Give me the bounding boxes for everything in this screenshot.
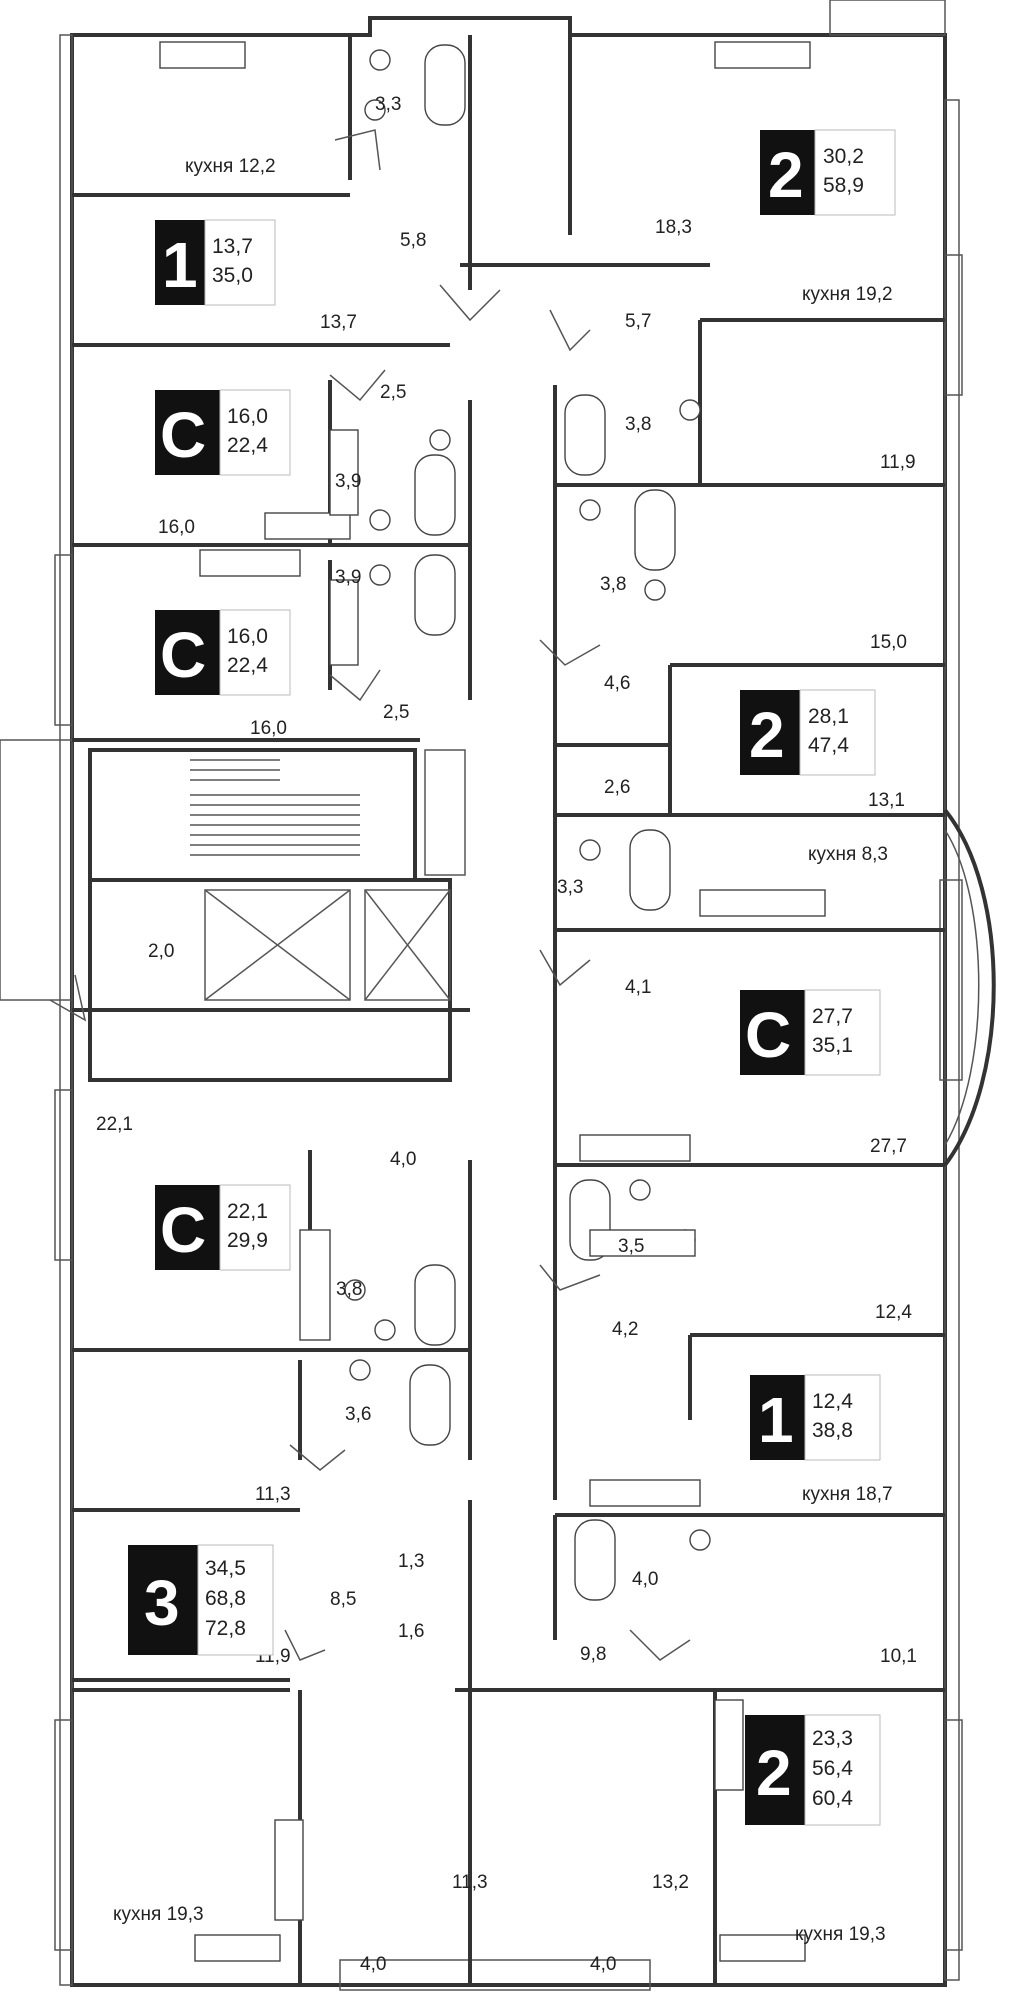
room-label: 5,8 bbox=[400, 230, 426, 251]
room-label: 4,0 bbox=[390, 1149, 416, 1170]
room-label: кухня 18,7 bbox=[802, 1484, 893, 1505]
room-labels: 3,3 кухня 12,2 5,8 13,7 18,3 кухня 19,2 … bbox=[96, 94, 917, 1975]
bay-window-inner bbox=[944, 829, 980, 1146]
area-value: 23,3 bbox=[812, 1727, 853, 1750]
room-label: 3,6 bbox=[345, 1404, 371, 1425]
toilets bbox=[344, 49, 711, 1551]
room-label: 2,6 bbox=[604, 777, 630, 798]
room-label: кухня 19,3 bbox=[795, 1924, 886, 1945]
room-label: 9,8 bbox=[580, 1644, 606, 1665]
apartment-badge: 1 13,7 35,0 bbox=[155, 219, 276, 306]
apartment-type: C bbox=[160, 1194, 206, 1266]
area-value: 12,4 bbox=[812, 1390, 853, 1413]
room-label: 1,6 bbox=[398, 1621, 424, 1642]
room-label: 4,0 bbox=[360, 1954, 386, 1975]
apartment-badge: 2 30,2 58,9 bbox=[760, 129, 896, 216]
room-label: 8,5 bbox=[330, 1589, 356, 1610]
kitchen-counters bbox=[159, 41, 826, 1962]
interior-walls bbox=[72, 35, 945, 1985]
area-value: 27,7 bbox=[812, 1005, 853, 1028]
area-value: 28,1 bbox=[808, 705, 849, 728]
room-label: 10,1 bbox=[880, 1646, 917, 1667]
room-label: 16,0 bbox=[250, 718, 287, 739]
room-label: 3,8 bbox=[336, 1279, 362, 1300]
apartment-badge: 2 23,3 56,4 60,4 bbox=[745, 1714, 881, 1826]
area-value: 56,4 bbox=[812, 1757, 853, 1780]
room-label: 12,4 bbox=[875, 1302, 912, 1323]
area-value: 35,1 bbox=[812, 1034, 853, 1057]
room-label: 15,0 bbox=[870, 632, 907, 653]
room-label: 18,3 bbox=[655, 217, 692, 238]
room-label: 3,3 bbox=[557, 877, 583, 898]
room-label: кухня 19,3 bbox=[113, 1904, 204, 1925]
apartment-type: C bbox=[745, 999, 791, 1071]
room-label: 4,0 bbox=[632, 1569, 658, 1590]
apartment-type: 2 bbox=[756, 1737, 792, 1809]
apartment-badges: 1 13,7 35,0 2 30,2 58,9 C 16,0 22,4 C 16… bbox=[128, 129, 896, 1826]
room-label: 4,2 bbox=[612, 1319, 638, 1340]
area-value: 47,4 bbox=[808, 734, 849, 757]
room-label: кухня 8,3 bbox=[808, 844, 888, 865]
area-value: 29,9 bbox=[227, 1229, 268, 1252]
room-label: 4,0 bbox=[590, 1954, 616, 1975]
bay-window bbox=[943, 808, 996, 1167]
room-label: 11,3 bbox=[255, 1484, 291, 1505]
door-swings bbox=[49, 129, 691, 1661]
room-label: 13,1 bbox=[868, 790, 905, 811]
apartment-badge: C 16,0 22,4 bbox=[155, 609, 291, 696]
room-label: 16,0 bbox=[158, 517, 195, 538]
area-value: 22,4 bbox=[227, 654, 268, 677]
apartment-type: C bbox=[160, 399, 206, 471]
area-value: 68,8 bbox=[205, 1587, 246, 1610]
room-label: 3,9 bbox=[335, 567, 361, 588]
apartment-type: 2 bbox=[768, 139, 804, 211]
apartment-badge: 1 12,4 38,8 bbox=[750, 1374, 881, 1461]
area-value: 58,9 bbox=[823, 174, 864, 197]
room-label: 4,6 bbox=[604, 673, 630, 694]
apartment-type: C bbox=[160, 619, 206, 691]
room-label: 22,1 bbox=[96, 1114, 133, 1135]
stairs bbox=[190, 759, 360, 856]
area-value: 22,1 bbox=[227, 1200, 268, 1223]
apartment-badge: C 22,1 29,9 bbox=[155, 1184, 291, 1271]
room-label: 11,9 bbox=[880, 452, 916, 473]
apartment-type: 1 bbox=[758, 1384, 794, 1456]
room-label: кухня 12,2 bbox=[185, 156, 276, 177]
area-value: 13,7 bbox=[212, 235, 253, 258]
apartment-badge: 3 34,5 68,8 72,8 bbox=[128, 1544, 274, 1656]
apartment-type: 1 bbox=[162, 229, 198, 301]
room-label: 11,3 bbox=[452, 1872, 488, 1893]
room-label: кухня 19,2 bbox=[802, 284, 893, 305]
room-label: 3,8 bbox=[625, 414, 651, 435]
area-value: 16,0 bbox=[227, 625, 268, 648]
area-value: 35,0 bbox=[212, 264, 253, 287]
area-value: 30,2 bbox=[823, 145, 864, 168]
area-value: 34,5 bbox=[205, 1557, 246, 1580]
apartment-type: 3 bbox=[144, 1567, 180, 1639]
room-label: 3,3 bbox=[375, 94, 401, 115]
room-label: 2,5 bbox=[380, 382, 406, 403]
room-label: 5,7 bbox=[625, 311, 651, 332]
room-label: 4,1 bbox=[625, 977, 651, 998]
apartment-badge: C 16,0 22,4 bbox=[155, 389, 291, 476]
area-value: 16,0 bbox=[227, 405, 268, 428]
room-label: 3,8 bbox=[600, 574, 626, 595]
apartment-badge: C 27,7 35,1 bbox=[740, 989, 881, 1076]
room-label: 3,9 bbox=[335, 471, 361, 492]
area-value: 22,4 bbox=[227, 434, 268, 457]
area-value: 72,8 bbox=[205, 1617, 246, 1640]
area-value: 38,8 bbox=[812, 1419, 853, 1442]
room-label: 2,5 bbox=[383, 702, 409, 723]
room-label: 13,7 bbox=[320, 312, 357, 333]
apartment-badge: 2 28,1 47,4 bbox=[740, 689, 876, 776]
room-label: 3,5 bbox=[618, 1236, 644, 1257]
room-label: 13,2 bbox=[652, 1872, 689, 1893]
room-label: 1,3 bbox=[398, 1551, 424, 1572]
area-value: 60,4 bbox=[812, 1787, 853, 1810]
room-label: 2,0 bbox=[148, 941, 174, 962]
bathtubs bbox=[409, 44, 676, 1601]
room-label: 27,7 bbox=[870, 1136, 907, 1157]
apartment-type: 2 bbox=[749, 699, 785, 771]
